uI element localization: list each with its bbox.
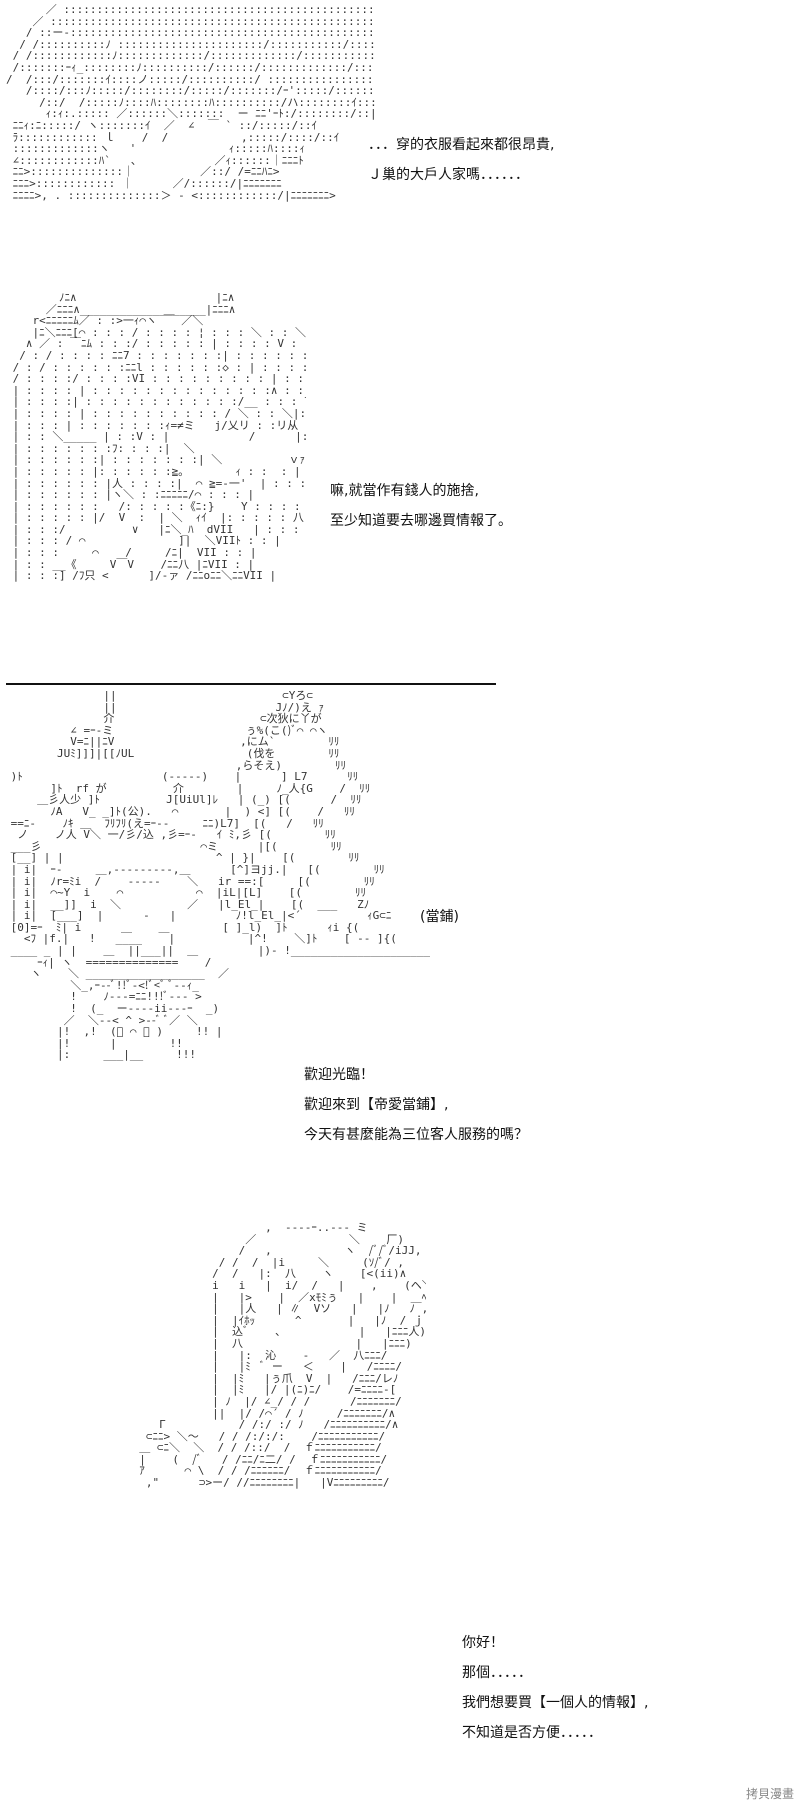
dialog-panel-2: 嘛,就當作有錢人的施捨, 至少知道要去哪邊買情報了。 bbox=[330, 476, 512, 536]
ascii-art-4: , ----ｰ..--- ミ ／ ＼ 厂) / , ヽ /ﾞ/ﾞ/iJJ, / … bbox=[139, 1222, 426, 1490]
dialog-line: 今天有甚麼能為三位客人服務的嗎？ bbox=[304, 1127, 528, 1143]
dialog-line: 至少知道要去哪邊買情報了。 bbox=[330, 513, 512, 529]
dialog-line: 嘛,就當作有錢人的施捨, bbox=[330, 483, 479, 499]
watermark: 拷貝漫畫 bbox=[745, 1787, 794, 1801]
dialog-line: 不知道是否方便．．．．． bbox=[462, 1725, 602, 1741]
ascii-art-2: ﾉﾆ∧ |ﾆ∧ ／ﾆﾆﾆ∧___________________|ﾆﾆﾆ∧ r<… bbox=[12, 292, 306, 583]
ascii-art-panel-3: || ⊂Yろ⊂ || Jﾉ/)え ｧ 介 ⊂次狄に丫が ∠ =ｰ-ミ ぅ%(こ(… bbox=[4, 690, 504, 1198]
shop-label: (當鋪) bbox=[420, 909, 459, 925]
dialog-line: 我們想要買【一個人的情報】, bbox=[462, 1695, 649, 1711]
dialog-line: ．．．穿的衣服看起來都很昂貴, bbox=[368, 137, 555, 153]
dialog-line: 那個．．．．． bbox=[462, 1665, 532, 1681]
ascii-art-1: ／ ::::::::::::::::::::::::::::::::::::::… bbox=[6, 4, 376, 202]
ascii-art-panel-1: ／ ::::::::::::::::::::::::::::::::::::::… bbox=[6, 4, 376, 254]
panel-divider bbox=[6, 683, 496, 685]
dialog-line: 歡迎光臨！ bbox=[304, 1067, 374, 1083]
dialog-line: 歡迎來到【帝愛當鋪】, bbox=[304, 1097, 449, 1113]
dialog-line: 你好！ bbox=[462, 1635, 504, 1651]
dialog-panel-1: ．．．穿的衣服看起來都很昂貴, Ｊ巢的大戶人家嗎．．．．．． bbox=[368, 130, 554, 190]
ascii-art-panel-4: , ----ｰ..--- ミ ／ ＼ 厂) / , ヽ /ﾞ/ﾞ/iJJ, / … bbox=[126, 1222, 426, 1802]
dialog-panel-4: 你好！ 那個．．．．． 我們想要買【一個人的情報】, 不知道是否方便．．．．． bbox=[462, 1628, 648, 1748]
dialog-panel-3: 歡迎光臨！ 歡迎來到【帝愛當鋪】, 今天有甚麼能為三位客人服務的嗎？ bbox=[304, 1060, 528, 1150]
ascii-art-panel-2: ﾉﾆ∧ |ﾆ∧ ／ﾆﾆﾆ∧___________________|ﾆﾆﾆ∧ r<… bbox=[6, 292, 306, 592]
dialog-line: Ｊ巢的大戶人家嗎．．．．．． bbox=[368, 167, 529, 183]
ascii-art-3: || ⊂Yろ⊂ || Jﾉ/)え ｧ 介 ⊂次狄に丫が ∠ =ｰ-ミ ぅ%(こ(… bbox=[10, 690, 430, 1062]
